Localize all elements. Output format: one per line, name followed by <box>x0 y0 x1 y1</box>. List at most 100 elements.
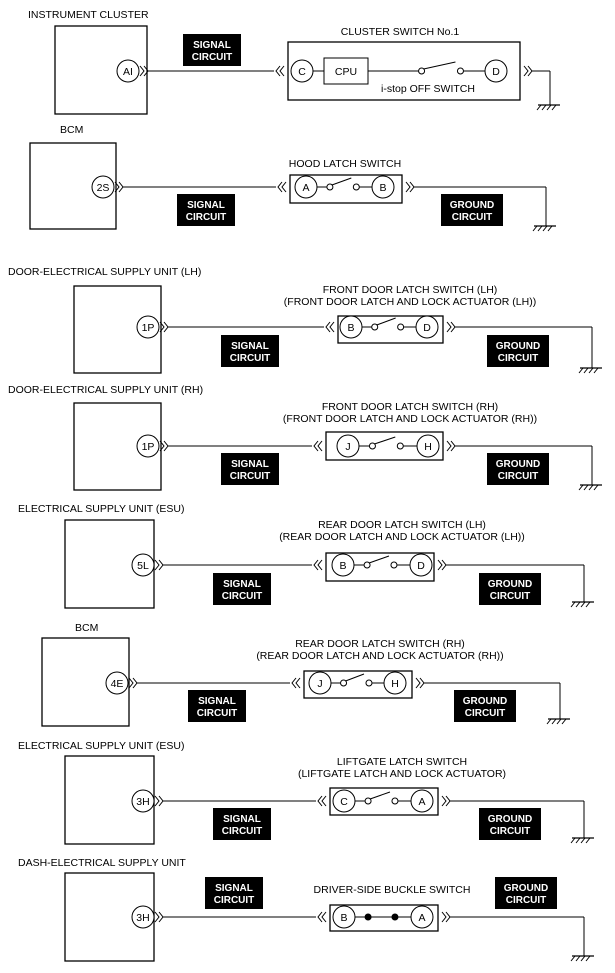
ground-hatch <box>546 718 552 725</box>
ground-symbol-icon <box>536 99 560 111</box>
pin-circle <box>116 59 140 83</box>
badge-bg <box>479 573 541 605</box>
badge-bg <box>183 34 241 66</box>
badge-bg <box>441 194 503 226</box>
ground-hatch <box>575 601 581 608</box>
pin-label: 2S <box>97 182 110 194</box>
double-chevron-connector-icon <box>415 677 425 689</box>
switch-box <box>287 41 521 101</box>
pin-circle <box>131 789 155 813</box>
switch-blade <box>368 555 390 564</box>
open-switch-icon <box>355 791 411 805</box>
unit-pin: AI <box>116 59 140 83</box>
badge-line-2: CIRCUIT <box>186 212 227 223</box>
switch-pin-left: B <box>339 315 363 339</box>
badge-line-1: GROUND <box>463 696 507 707</box>
switch-title: (REAR DOOR LATCH AND LOCK ACTUATOR (RH)) <box>256 650 503 662</box>
badge-bg <box>479 808 541 840</box>
switch-blade <box>423 61 456 70</box>
chevron-stroke <box>154 559 160 571</box>
switch-pin-left: C <box>332 789 356 813</box>
unit-pin: 3H <box>131 905 155 929</box>
switch-sublabel: i-stop OFF SWITCH <box>381 83 475 95</box>
ground-hatch <box>588 367 594 374</box>
ground-hatch <box>593 484 599 491</box>
unit-title: DASH-ELECTRICAL SUPPLY UNIT <box>18 857 186 869</box>
chevron-stroke <box>446 440 452 452</box>
badge-line-2: CIRCUIT <box>498 471 539 482</box>
switch-blade <box>376 317 396 326</box>
switch-title: HOOD LATCH SWITCH <box>289 158 401 170</box>
pin-label: 3H <box>136 912 149 924</box>
switch-pin-left: J <box>336 434 360 458</box>
chevron-stroke <box>313 440 319 452</box>
switch-title: REAR DOOR LATCH SWITCH (RH) <box>295 638 465 650</box>
badge-line-2: CIRCUIT <box>222 826 263 837</box>
switch-pin-left: A <box>294 175 318 199</box>
double-chevron-connector-icon <box>437 559 447 571</box>
open-switch-icon <box>331 673 384 687</box>
unit-pin: 2S <box>91 175 115 199</box>
switch-pin-left: B <box>332 905 356 929</box>
badge-bg <box>177 194 235 226</box>
ground-hatch <box>585 837 591 844</box>
badge-line-2: CIRCUIT <box>490 826 531 837</box>
badge-line-2: CIRCUIT <box>490 591 531 602</box>
chevron-stroke <box>321 795 327 807</box>
open-switch-icon <box>404 61 485 75</box>
switch-blade <box>369 791 391 800</box>
badge-bg <box>487 453 549 485</box>
switch-pin-right: D <box>409 553 433 577</box>
open-switch-icon <box>359 436 417 450</box>
switch-title: CLUSTER SWITCH No.1 <box>341 26 460 38</box>
contact <box>340 679 348 687</box>
badge-line-1: GROUND <box>488 814 532 825</box>
badge-line-2: CIRCUIT <box>506 895 547 906</box>
switch-pin-right: D <box>484 59 508 83</box>
badge-line-1: GROUND <box>450 200 494 211</box>
double-chevron-connector-icon <box>441 911 451 923</box>
pin-label: J <box>317 678 322 690</box>
circuit-front-lh: DOOR-ELECTRICAL SUPPLY UNIT (LH)1PFRONT … <box>8 266 602 374</box>
double-chevron-connector-icon <box>291 677 301 689</box>
ground-hatch <box>547 225 553 232</box>
switch-box <box>337 315 444 344</box>
badge-bg <box>205 877 263 909</box>
switch-title: FRONT DOOR LATCH SWITCH (LH) <box>323 284 498 296</box>
badge-line-1: SIGNAL <box>187 200 225 211</box>
ground-symbol-icon <box>570 596 594 608</box>
double-chevron-connector-icon <box>446 321 456 333</box>
badge-line-1: SIGNAL <box>198 696 236 707</box>
badge-line-2: CIRCUIT <box>214 895 255 906</box>
badge-line-1: SIGNAL <box>193 40 231 51</box>
switch-box <box>325 552 435 582</box>
unit-title: INSTRUMENT CLUSTER <box>28 9 149 21</box>
chevron-stroke <box>437 559 443 571</box>
double-chevron-connector-icon <box>128 677 138 689</box>
switch-blade <box>331 177 352 186</box>
unit-pin: 3H <box>131 789 155 813</box>
badge-line-2: CIRCUIT <box>452 212 493 223</box>
unit-title: BCM <box>75 622 98 634</box>
ground-hatch <box>578 484 584 491</box>
unit-title: DOOR-ELECTRICAL SUPPLY UNIT (LH) <box>8 266 201 278</box>
ground-symbol-icon <box>578 479 602 491</box>
chevron-stroke <box>441 795 447 807</box>
badge-line-2: CIRCUIT <box>222 591 263 602</box>
ground-symbol-icon <box>532 220 556 232</box>
chevron-stroke <box>317 795 323 807</box>
pin-label: J <box>345 441 350 453</box>
badge-line-1: GROUND <box>496 459 540 470</box>
open-switch-icon <box>362 317 416 331</box>
pin-label: 1P <box>142 441 155 453</box>
ground-hatch <box>570 601 576 608</box>
contact <box>456 67 464 75</box>
